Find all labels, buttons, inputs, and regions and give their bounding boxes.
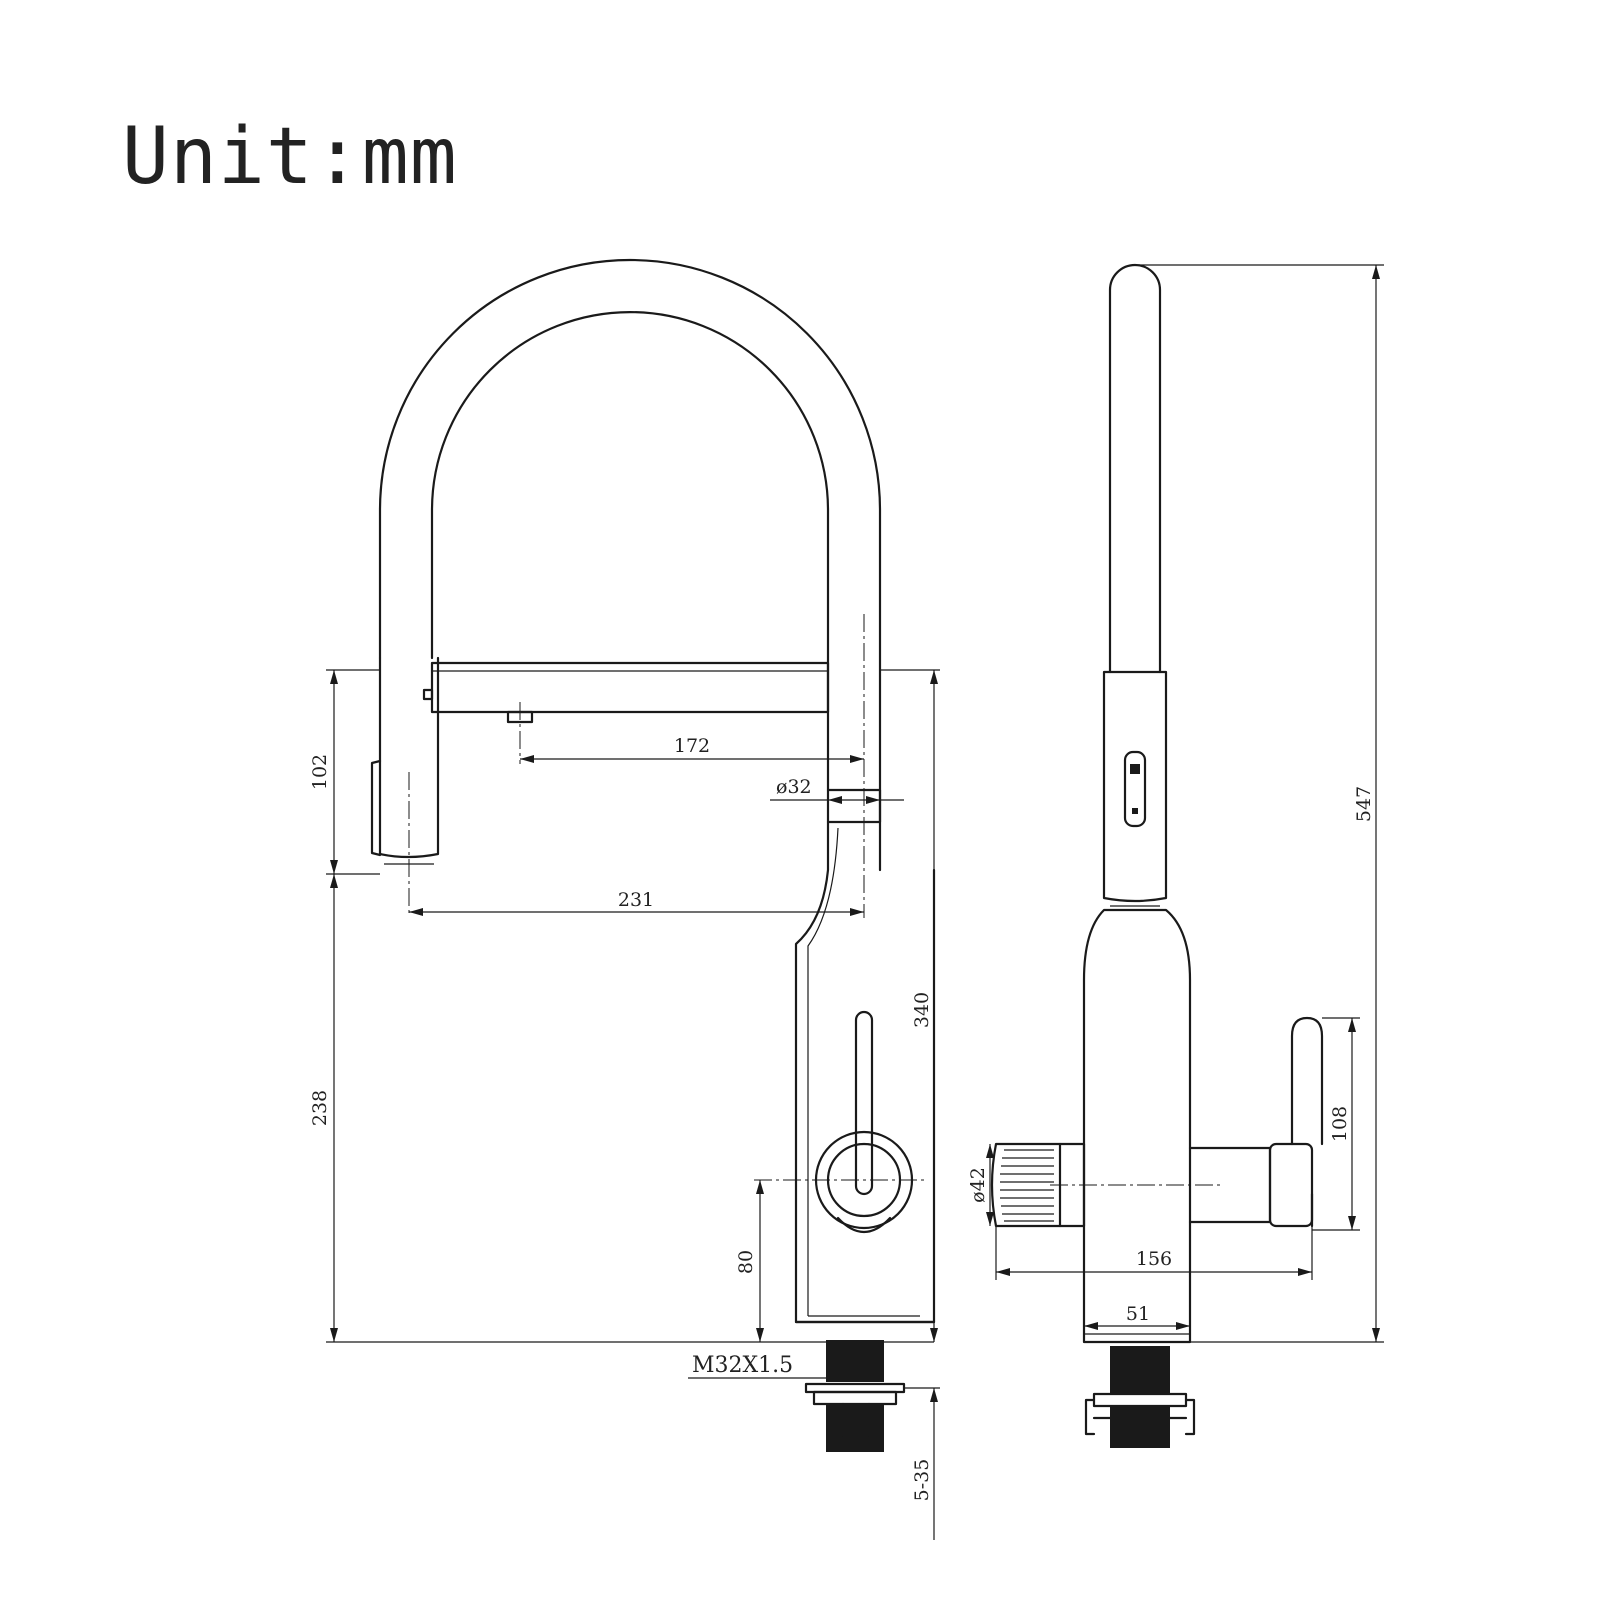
dim-32-arrow-r — [866, 796, 880, 804]
front-spray-head — [378, 656, 440, 859]
dim-51-label: 51 — [1126, 1303, 1150, 1325]
dim-238-label: 238 — [309, 1090, 331, 1126]
dim-108-label: 108 — [1329, 1106, 1351, 1142]
dim-156-label: 156 — [1136, 1248, 1172, 1270]
dim-238-arrow-b — [330, 1328, 338, 1342]
side-mount-plate — [1092, 1392, 1188, 1408]
front-spout-arch-inner — [430, 310, 830, 792]
dim-102-arrow-b — [330, 860, 338, 874]
dim-231-arrow-l — [409, 908, 423, 916]
front-spray-button — [370, 759, 382, 857]
side-bracket-left — [1084, 1398, 1096, 1436]
dim-51-arrow-r — [1176, 1322, 1190, 1330]
dim-340-arrow-b — [930, 1328, 938, 1342]
front-body-inner-curve — [807, 827, 839, 1316]
front-mount-plate — [812, 1390, 898, 1406]
dim-32-label: ø32 — [776, 776, 812, 798]
dim-238-arrow-t — [330, 874, 338, 888]
front-thread-shank — [826, 1340, 884, 1382]
dim-156-arrow-l — [996, 1268, 1010, 1276]
side-spray-head — [1102, 670, 1168, 903]
side-spray-button-top — [1130, 764, 1140, 774]
front-spout-clip — [422, 688, 434, 701]
dim-42-arrow-t — [986, 1144, 994, 1158]
dim-547-arrow-b — [1372, 1328, 1380, 1342]
thread-spec-label: M32X1.5 — [692, 1353, 793, 1378]
front-spout-arch-outer — [378, 258, 882, 872]
side-knob-grip — [1000, 1149, 1054, 1222]
dim-156-arrow-r — [1298, 1268, 1312, 1276]
front-lever-hub-skirt — [836, 1216, 892, 1233]
unit-title: Unit:mm — [122, 112, 458, 202]
dim-32-arrow-l — [828, 796, 842, 804]
front-body — [794, 820, 936, 1324]
dim-340-arrow-t — [930, 670, 938, 684]
side-spray-button-bottom — [1132, 808, 1138, 814]
side-lever-hub — [1268, 1142, 1314, 1228]
front-washer — [804, 1382, 906, 1394]
side-body — [1082, 908, 1192, 1344]
front-lever-handle — [854, 1010, 874, 1196]
side-thread-lower — [1110, 1406, 1170, 1448]
dim-42-arrow-b — [986, 1212, 994, 1226]
dim-108-arrow-t — [1348, 1018, 1356, 1032]
dim-172-arrow-r — [850, 755, 864, 763]
front-thread-lower — [826, 1404, 884, 1452]
dim-547-arrow-t — [1372, 265, 1380, 279]
dim-102-arrow-t — [330, 670, 338, 684]
side-knob-collar — [1058, 1142, 1086, 1228]
dim-172-arrow-l — [520, 755, 534, 763]
dim-102-label: 102 — [309, 754, 331, 790]
dim-231-label: 231 — [618, 889, 654, 911]
dim-535-arrow-t — [930, 1388, 938, 1402]
dim-51-arrow-l — [1084, 1322, 1098, 1330]
side-spray-button — [1123, 750, 1147, 828]
dim-42-label: ø42 — [967, 1167, 989, 1203]
dim-340-label: 340 — [911, 992, 933, 1028]
dim-80-label: 80 — [735, 1250, 757, 1274]
dim-231-arrow-r — [850, 908, 864, 916]
side-view: 547 108 ø42 156 51 — [967, 263, 1384, 1448]
dim-172-label: 172 — [674, 735, 710, 757]
side-lever-handle — [1290, 1016, 1324, 1146]
side-thread-shank — [1110, 1346, 1170, 1394]
front-view: 172 ø32 231 102 238 340 80 — [309, 258, 940, 1540]
front-body-collar — [826, 788, 882, 824]
side-spout-tube — [1108, 263, 1162, 674]
dim-535-label: 5-35 — [911, 1459, 933, 1502]
side-knob — [990, 1142, 1062, 1228]
dim-108-arrow-b — [1348, 1216, 1356, 1230]
front-spout-bar — [430, 661, 830, 714]
dim-80-arrow-t — [756, 1180, 764, 1194]
side-bracket-right — [1184, 1398, 1196, 1436]
dim-547-label: 547 — [1353, 786, 1375, 822]
dim-80-arrow-b — [756, 1328, 764, 1342]
